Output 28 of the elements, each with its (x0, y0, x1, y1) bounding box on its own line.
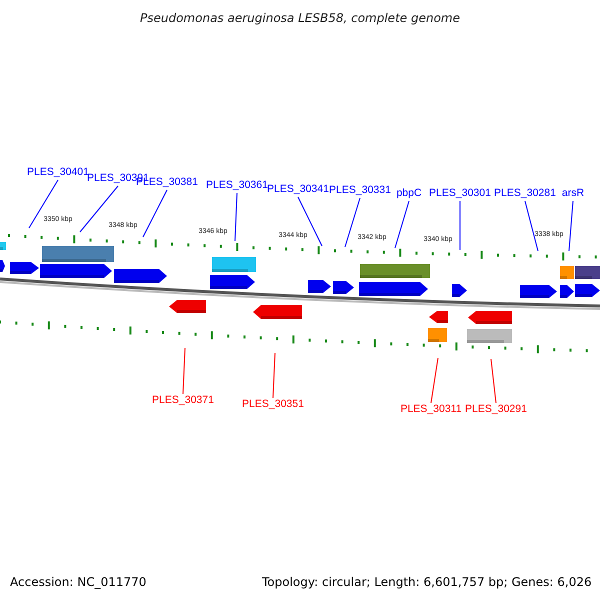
footer-text: Topology: circular; Length: 6,601,757 bp; Genes: 6,026 (262, 576, 592, 588)
gene-label: pbpC (396, 188, 422, 198)
leader-line (524, 200, 538, 252)
title: Pseudomonas aeruginosa LESB58, complete genome (140, 12, 460, 24)
leader-line (272, 352, 276, 398)
leader-line (344, 198, 360, 248)
leader-line (28, 180, 58, 228)
leader-line (430, 358, 438, 404)
gene-label: PLES_30351 (242, 399, 304, 410)
leader-line (80, 186, 118, 232)
leader-line (298, 196, 322, 246)
gene-label: PLES_30331 (329, 185, 391, 196)
gene-label: PLES_30281 (494, 188, 556, 198)
gene-label: PLES_30301 (429, 188, 491, 198)
gene-label: PLES_30291 (465, 404, 527, 414)
leader-line (568, 200, 574, 252)
gene-label: PLES_30311 (400, 404, 462, 414)
leader-line (490, 358, 496, 404)
leader-line (394, 200, 410, 248)
footer-text: Accession: NC_011770 (10, 576, 146, 588)
leader-line (182, 348, 186, 394)
leader-line (142, 190, 168, 238)
gene-label: arsR (562, 188, 584, 198)
gene-label: PLES_30371 (152, 395, 214, 406)
leader-line (234, 192, 238, 242)
gene-label: PLES_30401 (27, 167, 89, 178)
gene-label: PLES_30341 (267, 184, 329, 194)
gene-label: PLES_30361 (206, 180, 268, 190)
